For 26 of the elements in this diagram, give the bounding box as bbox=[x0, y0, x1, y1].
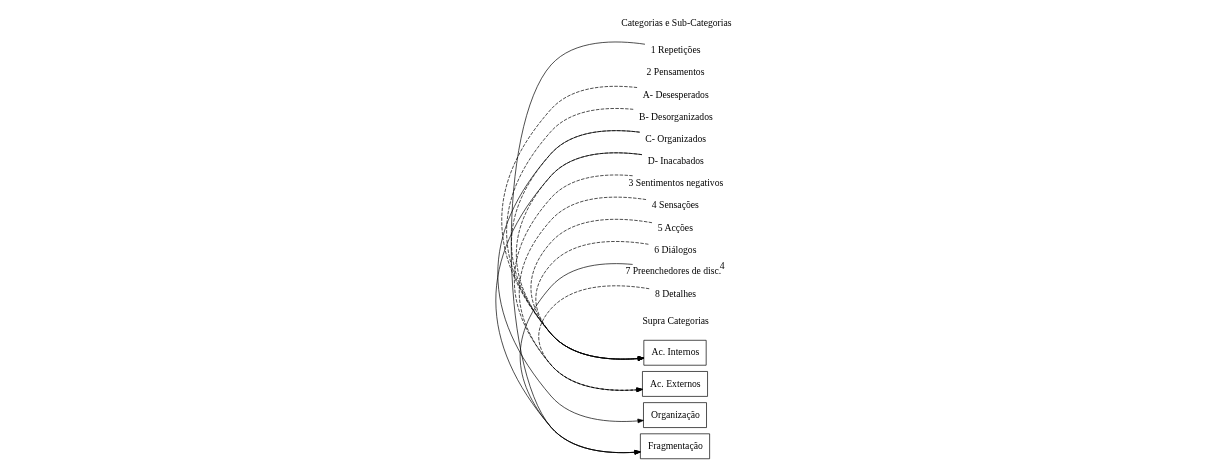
node-text: 8 Detalhes bbox=[654, 288, 696, 300]
label: Categorias e Sub-Categorias bbox=[620, 17, 732, 29]
label: Supra Categorias bbox=[641, 315, 709, 327]
node-text: C- Organizados bbox=[644, 132, 706, 144]
node-text: 5 Acções bbox=[657, 221, 693, 233]
arrow bbox=[518, 196, 646, 393]
arrow bbox=[519, 263, 641, 455]
node-text: 1 Repetições bbox=[650, 44, 701, 56]
arrow bbox=[496, 130, 644, 424]
arrow bbox=[510, 41, 645, 455]
node-box: Fragmentação bbox=[639, 433, 710, 460]
node-text: 6 Diálogos bbox=[653, 243, 696, 255]
node-box: Ac. Internos bbox=[643, 339, 706, 366]
node-text: B- Desorganizados bbox=[638, 110, 713, 122]
arrow bbox=[534, 241, 649, 361]
node-text: A- Desesperados bbox=[642, 88, 709, 100]
arrow bbox=[530, 219, 652, 361]
arrow bbox=[513, 174, 643, 393]
node-text: 3 Sentimentos negativos bbox=[628, 177, 723, 189]
node-box: Ac. Externos bbox=[641, 371, 708, 397]
node-text: 4 Sensações bbox=[651, 199, 699, 211]
node-text: 2 Pensamentos bbox=[646, 66, 704, 78]
arrow bbox=[494, 152, 642, 455]
arrow bbox=[537, 285, 650, 393]
node-box: Organização bbox=[642, 402, 707, 428]
node-text: D- Inacabados bbox=[647, 155, 704, 167]
